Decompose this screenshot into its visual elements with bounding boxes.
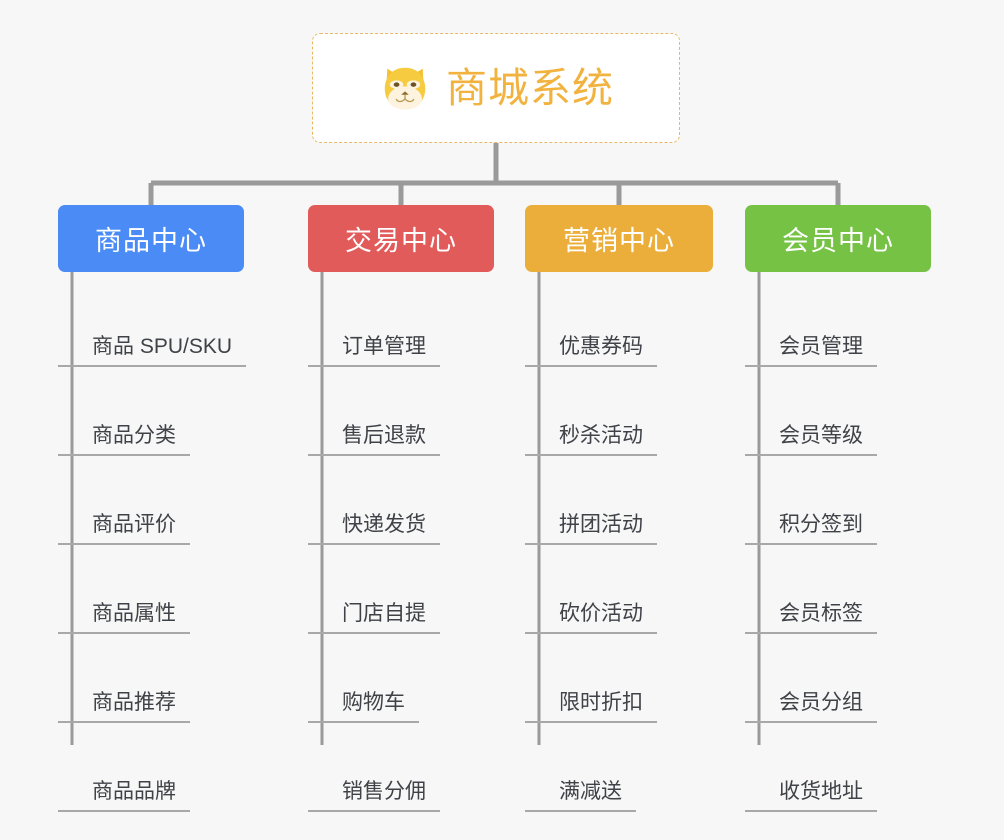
root-node[interactable]: 商城系统 — [312, 33, 680, 143]
leaf-item-label: 优惠券码 — [525, 330, 657, 367]
leaf-item[interactable]: 砍价活动 — [525, 588, 657, 634]
leaf-item-label: 商品属性 — [58, 597, 190, 634]
leaf-item[interactable]: 优惠券码 — [525, 321, 657, 367]
leaf-item[interactable]: 商品 SPU/SKU — [58, 321, 247, 367]
leaf-item-label: 售后退款 — [308, 419, 440, 456]
leaf-item-label: 会员等级 — [745, 419, 877, 456]
leaf-item[interactable]: 积分签到 — [745, 499, 877, 545]
category-title: 商品中心 — [95, 226, 207, 256]
leaf-item-label: 商品品牌 — [58, 775, 190, 812]
leaf-item[interactable]: 销售分佣 — [308, 766, 440, 812]
leaf-item-label: 砍价活动 — [525, 597, 657, 634]
leaf-item[interactable]: 拼团活动 — [525, 499, 657, 545]
leaf-item[interactable]: 快递发货 — [308, 499, 440, 545]
leaf-item[interactable]: 会员分组 — [745, 677, 877, 723]
leaf-item[interactable]: 会员等级 — [745, 410, 877, 456]
category-box[interactable]: 交易中心 — [308, 205, 494, 272]
category-title: 交易中心 — [345, 226, 457, 256]
root-title: 商城系统 — [446, 64, 614, 111]
category-column: 交易中心订单管理售后退款快递发货门店自提购物车销售分佣 — [308, 205, 494, 812]
leaf-item-label: 会员分组 — [745, 686, 877, 723]
leaf-item-label: 订单管理 — [308, 330, 440, 367]
leaf-item-label: 积分签到 — [745, 508, 877, 545]
leaf-item-label: 拼团活动 — [525, 508, 657, 545]
leaf-item-label: 秒杀活动 — [525, 419, 657, 456]
leaf-item[interactable]: 收货地址 — [745, 766, 877, 812]
category-box[interactable]: 营销中心 — [525, 205, 713, 272]
leaf-item[interactable]: 商品品牌 — [58, 766, 190, 812]
leaf-item-label: 销售分佣 — [308, 775, 440, 812]
leaf-item-label: 满减送 — [525, 775, 636, 812]
leaf-item[interactable]: 限时折扣 — [525, 677, 657, 723]
leaf-item-label: 门店自提 — [308, 597, 440, 634]
category-title: 会员中心 — [782, 226, 894, 256]
category-column: 商品中心商品 SPU/SKU 商品分类商品评价商品属性商品推荐商品品牌 — [58, 205, 247, 812]
leaf-item[interactable]: 会员管理 — [745, 321, 877, 367]
leaf-item-label: 限时折扣 — [525, 686, 657, 723]
leaf-item[interactable]: 会员标签 — [745, 588, 877, 634]
shiba-dog-icon — [378, 61, 432, 115]
leaf-item-label: 收货地址 — [745, 775, 877, 812]
leaf-item[interactable]: 满减送 — [525, 766, 636, 812]
leaf-item[interactable]: 商品分类 — [58, 410, 190, 456]
leaf-item-label: 商品分类 — [58, 419, 190, 456]
leaf-item[interactable]: 售后退款 — [308, 410, 440, 456]
leaf-item-label: 购物车 — [308, 686, 419, 723]
leaf-item-label: 快递发货 — [308, 508, 440, 545]
leaf-item[interactable]: 订单管理 — [308, 321, 440, 367]
leaf-item-label: 商品推荐 — [58, 686, 190, 723]
leaf-item[interactable]: 购物车 — [308, 677, 419, 723]
leaf-item[interactable]: 商品属性 — [58, 588, 190, 634]
leaf-item-label: 会员标签 — [745, 597, 877, 634]
category-title: 营销中心 — [563, 226, 675, 256]
category-column: 营销中心优惠券码秒杀活动拼团活动砍价活动限时折扣满减送 — [525, 205, 713, 812]
category-box[interactable]: 商品中心 — [58, 205, 244, 272]
leaf-item-label: 商品 SPU/SKU — [58, 330, 247, 367]
leaf-item[interactable]: 秒杀活动 — [525, 410, 657, 456]
leaf-item-label: 会员管理 — [745, 330, 877, 367]
leaf-item[interactable]: 门店自提 — [308, 588, 440, 634]
leaf-item-label: 商品评价 — [58, 508, 190, 545]
leaf-item[interactable]: 商品评价 — [58, 499, 190, 545]
category-box[interactable]: 会员中心 — [745, 205, 931, 272]
leaf-item[interactable]: 商品推荐 — [58, 677, 190, 723]
category-column: 会员中心会员管理会员等级积分签到会员标签会员分组收货地址 — [745, 205, 931, 812]
